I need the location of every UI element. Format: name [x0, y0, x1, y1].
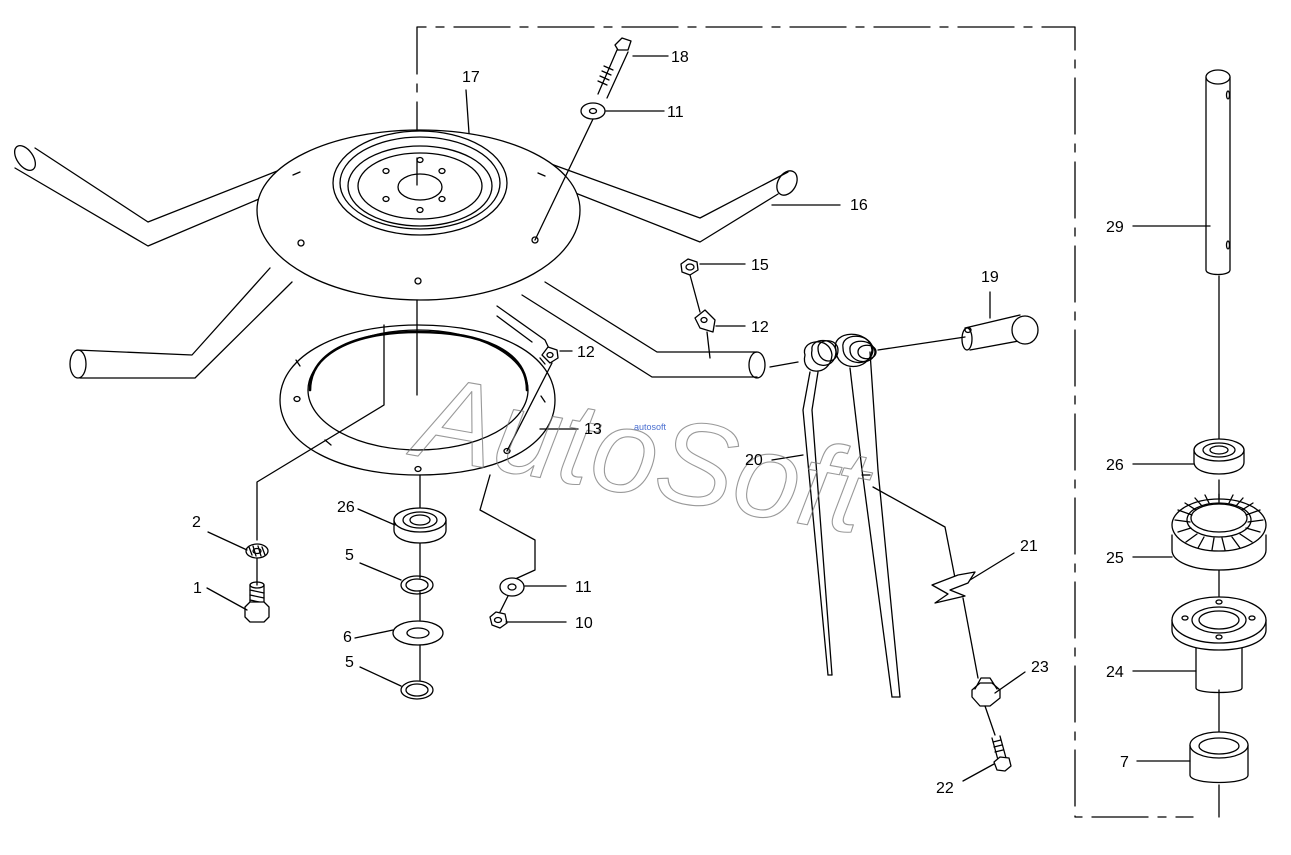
- leader-line-11b: [479, 474, 536, 581]
- callout-26-left: 26: [337, 499, 355, 516]
- callout-16: 16: [850, 197, 868, 214]
- leader-line-23: [962, 597, 979, 679]
- tine-arm-right-lower: [521, 281, 766, 379]
- spring-washer-2: [245, 543, 269, 559]
- assembly-boundary: [416, 26, 1194, 818]
- leader-line-21: [872, 486, 956, 579]
- callout-25: 25: [1106, 550, 1124, 567]
- callout-10: 10: [575, 615, 593, 632]
- leader-line-12b: [506, 362, 553, 452]
- callout-12-center: 12: [577, 344, 595, 361]
- pin-19: [961, 314, 1039, 351]
- bushing-7: [1189, 731, 1249, 784]
- callout-12-right: 12: [751, 319, 769, 336]
- tine-arm-right-upper: [539, 159, 798, 243]
- bearing-26-upper: [1193, 438, 1245, 475]
- callout-19: 19: [981, 269, 999, 286]
- callout-leaders: [206, 55, 1211, 782]
- washer-5-upper: [400, 575, 434, 595]
- callout-13: 13: [584, 421, 602, 438]
- leader-line-11: [534, 118, 594, 241]
- bracket-12-lower: [541, 346, 559, 364]
- shaft-29: [1205, 69, 1231, 276]
- axis-line-19: [769, 336, 966, 368]
- clip-21: [931, 571, 976, 604]
- leader-line-10: [499, 595, 509, 613]
- tine-spring-20: [802, 333, 901, 698]
- screw-22: [991, 735, 1012, 772]
- leader-line-15: [689, 274, 701, 313]
- callout-22: 22: [936, 780, 954, 797]
- callout-5-upper: 5: [345, 547, 354, 564]
- bolt-18: [597, 37, 632, 99]
- callout-24: 24: [1106, 664, 1124, 681]
- leader-line-2: [256, 324, 385, 541]
- hub-disc: [256, 129, 581, 301]
- callout-1: 1: [193, 580, 202, 597]
- leader-line-12a: [706, 331, 711, 359]
- callout-23: 23: [1031, 659, 1049, 676]
- washer-11-lower: [499, 577, 525, 597]
- flange-ring: [279, 324, 556, 476]
- callout-7: 7: [1120, 754, 1129, 771]
- bearing-26-lower: [393, 507, 447, 544]
- callout-17: 17: [462, 69, 480, 86]
- bracket-12-upper: [694, 309, 716, 333]
- callout-21: 21: [1020, 538, 1038, 555]
- callout-6: 6: [343, 629, 352, 646]
- washer-11-top: [580, 102, 606, 120]
- washer-6: [392, 620, 444, 646]
- callout-labels: 18 17 11 16 15 12 19 12 13 20 29 26 25 2…: [192, 49, 1129, 797]
- callout-26-right: 26: [1106, 457, 1124, 474]
- callout-15: 15: [751, 257, 769, 274]
- washer-5-lower: [400, 680, 434, 700]
- callout-5-lower: 5: [345, 654, 354, 671]
- bearing-housing-24: [1171, 596, 1267, 694]
- tine-arm-left-lower: [69, 267, 293, 379]
- bolt-1: [244, 581, 270, 623]
- callout-29: 29: [1106, 219, 1124, 236]
- bevel-gear-25: [1171, 493, 1267, 571]
- callout-20: 20: [745, 452, 763, 469]
- cap-23: [971, 677, 1001, 707]
- tine-arm-left-upper: [13, 144, 301, 247]
- callout-18: 18: [671, 49, 689, 66]
- nut-15: [680, 258, 699, 276]
- callout-2: 2: [192, 514, 201, 531]
- nut-10: [489, 611, 508, 629]
- callout-11-top: 11: [667, 104, 684, 121]
- callout-11-lower: 11: [575, 579, 592, 596]
- leader-line-22: [984, 705, 996, 736]
- watermark-small: autosoft: [634, 422, 667, 432]
